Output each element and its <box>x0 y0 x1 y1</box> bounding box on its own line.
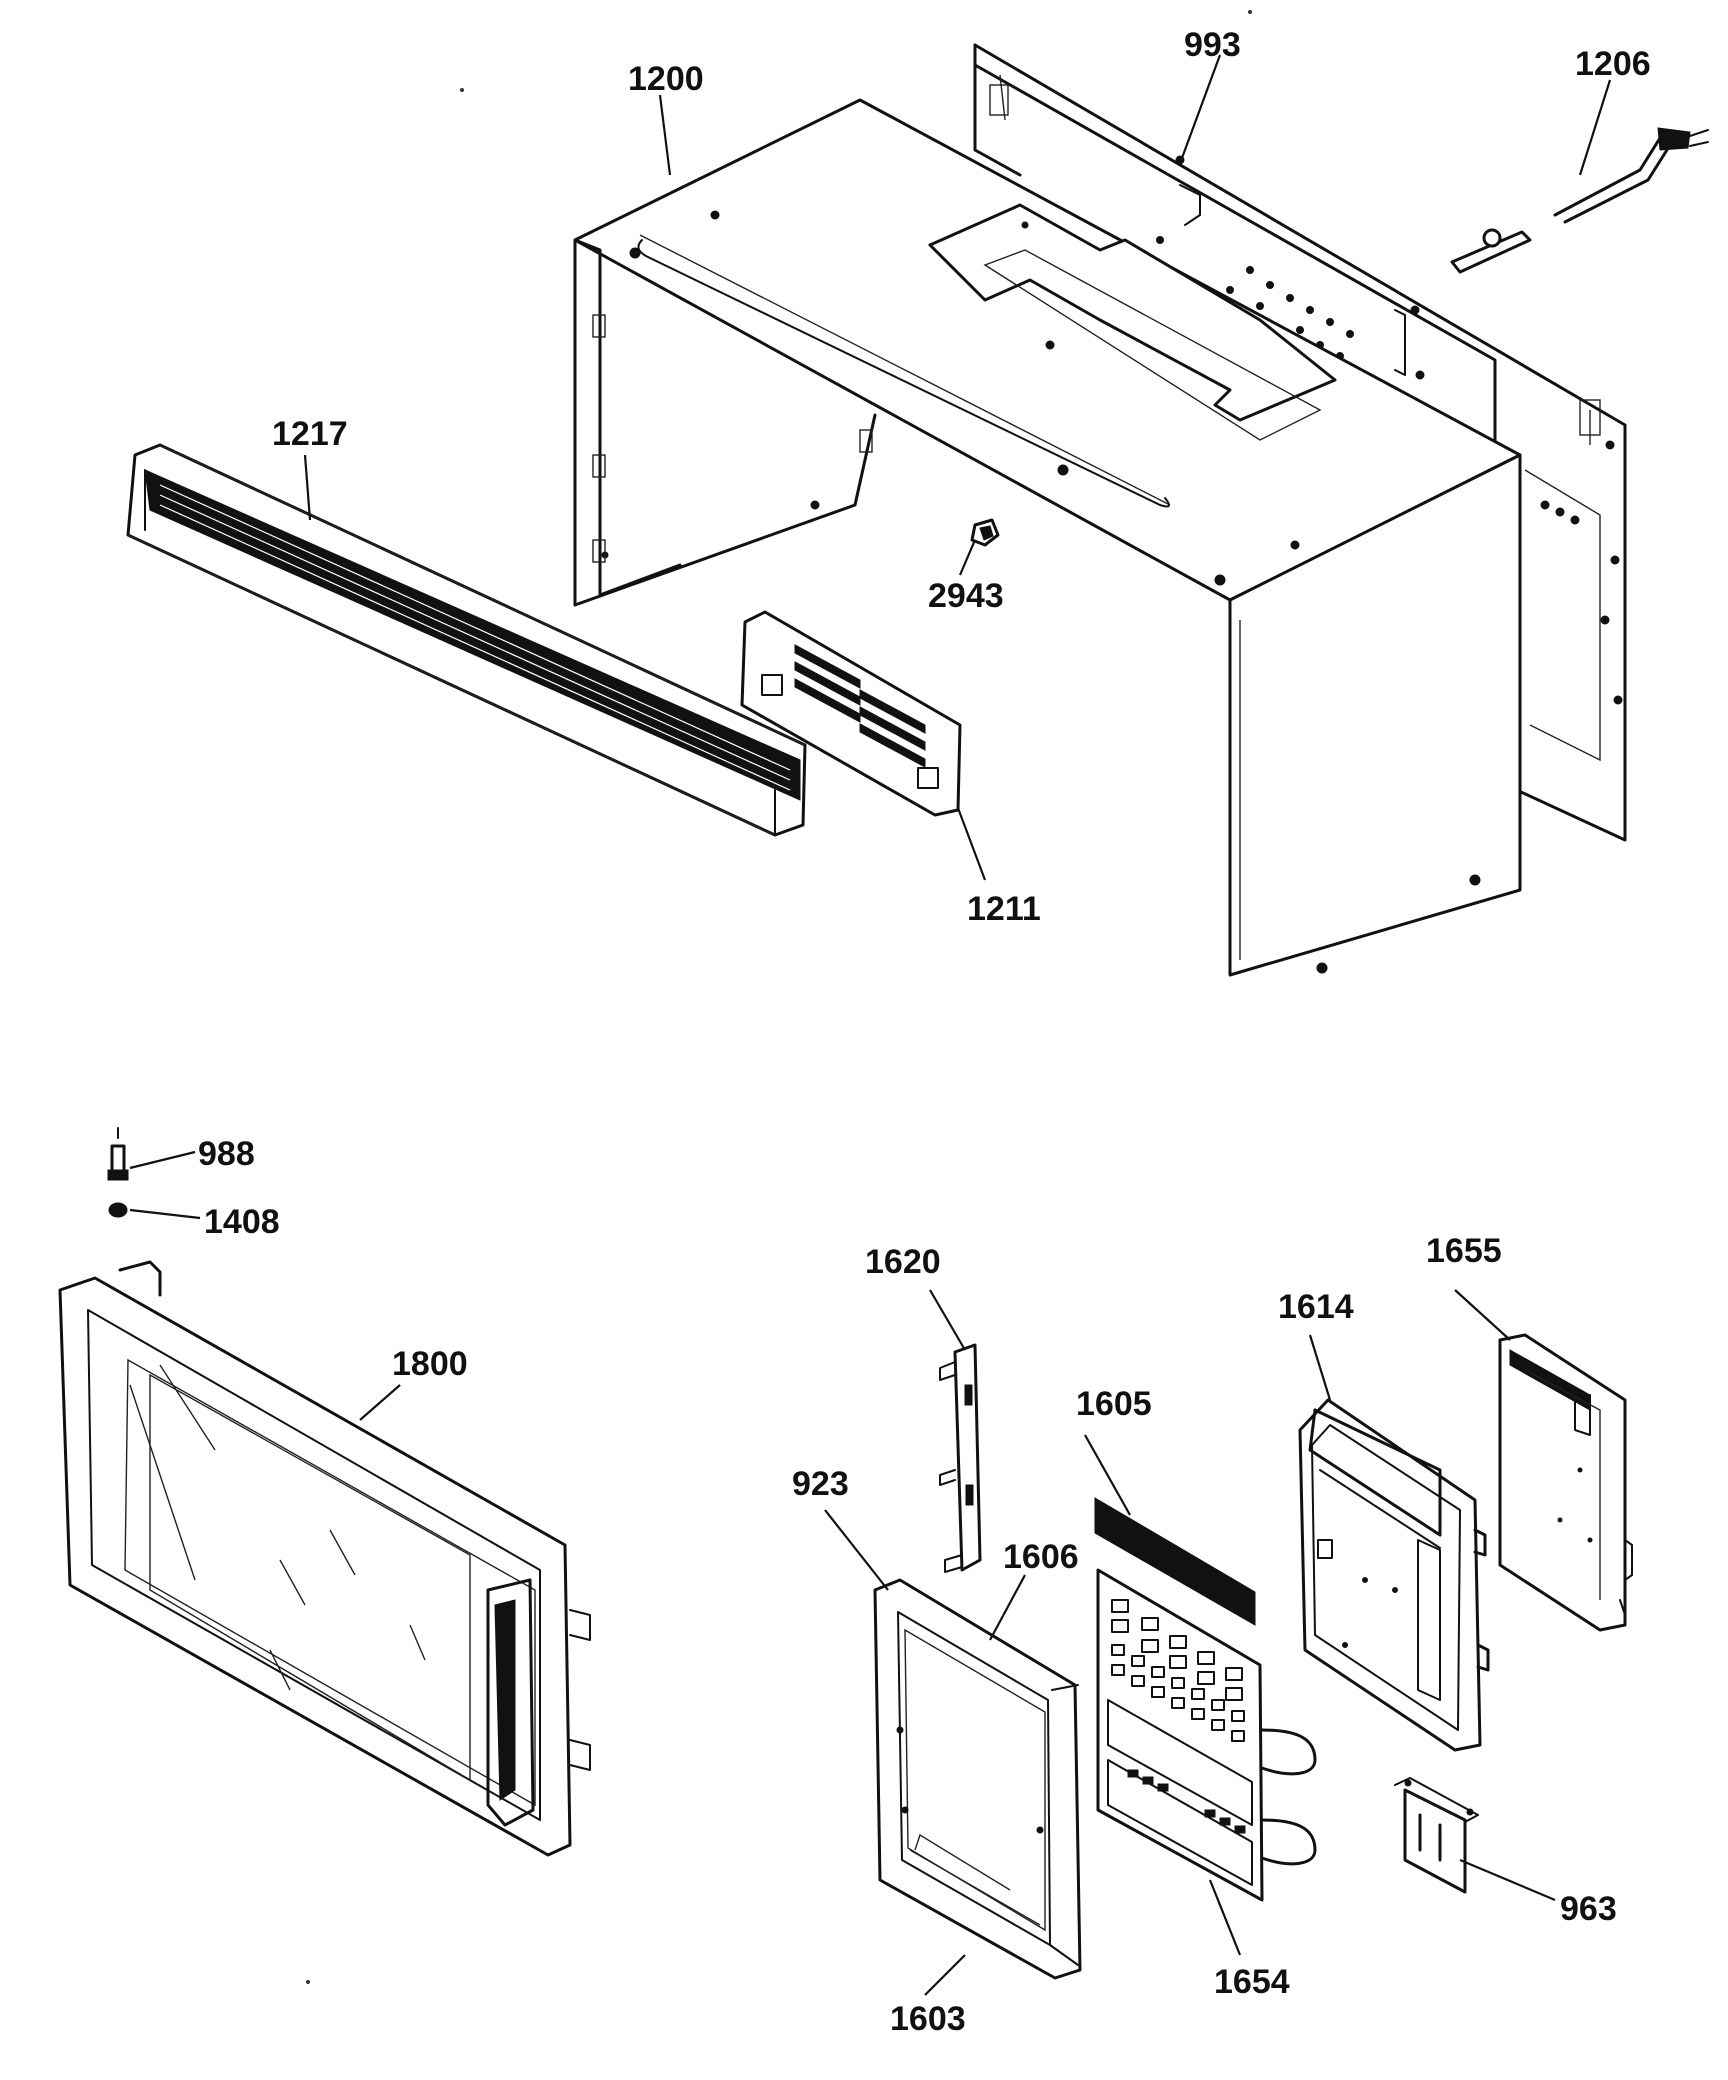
part-1655-control-board <box>1498 1333 1633 1632</box>
part-1200-outer-case <box>573 98 1522 977</box>
label-1603: 1603 <box>890 2000 966 2038</box>
part-1614-panel-frame <box>1298 1398 1490 1752</box>
label-1614: 1614 <box>1278 1288 1354 1326</box>
label-1655: 1655 <box>1426 1232 1502 1270</box>
part-923-front-frame <box>873 1578 1082 1980</box>
stray-dot <box>1248 10 1252 14</box>
label-1800: 1800 <box>392 1345 468 1383</box>
label-963: 963 <box>1560 1890 1617 1928</box>
label-1408: 1408 <box>204 1203 280 1241</box>
part-1408-washer <box>108 1202 128 1218</box>
label-1200: 1200 <box>628 60 704 98</box>
label-988: 988 <box>198 1135 255 1173</box>
part-1217-vent-grille <box>126 443 807 837</box>
label-2943: 2943 <box>928 577 1004 615</box>
label-1217: 1217 <box>272 415 348 453</box>
label-1206: 1206 <box>1575 45 1651 83</box>
label-1605: 1605 <box>1076 1385 1152 1423</box>
label-923: 923 <box>792 1465 849 1503</box>
label-1211: 1211 <box>967 890 1041 928</box>
part-988-screw <box>107 1127 129 1181</box>
part-1800-door <box>58 1260 591 1857</box>
label-1606: 1606 <box>1003 1538 1079 1576</box>
part-963-small-bracket <box>1394 1777 1479 1894</box>
leader-lines <box>129 54 1612 1996</box>
stray-dot <box>460 88 464 92</box>
label-1654: 1654 <box>1214 1963 1290 2001</box>
part-1620-bracket <box>939 1343 982 1573</box>
part-1654-keypad <box>1096 1568 1317 1902</box>
part-1211-bracket <box>740 610 962 817</box>
label-1620: 1620 <box>865 1243 941 1281</box>
part-1206-power-cord <box>1450 127 1709 274</box>
part-2943-clip <box>970 518 1000 547</box>
stray-dot <box>306 1980 310 1984</box>
part-1605-window-strip <box>1094 1497 1256 1626</box>
label-993: 993 <box>1184 26 1241 64</box>
